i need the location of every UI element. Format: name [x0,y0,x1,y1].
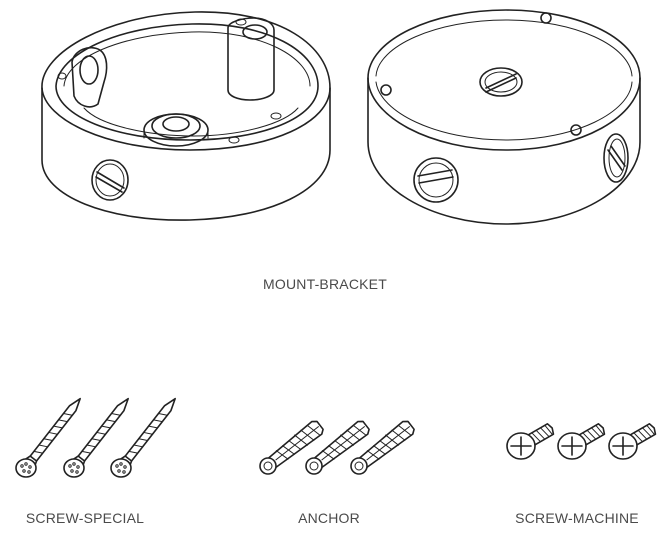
mount-bracket-closed-illustration [367,9,641,225]
screw-machine-illustration [506,423,657,460]
screw-machine-2 [578,423,606,446]
screw-machine-label: SCREW-MACHINE [515,510,639,526]
anchor-illustration [259,420,415,475]
screw-special-illustration [15,397,176,478]
screw-machine-3 [629,423,657,446]
screw-machine-1 [527,423,555,446]
mount-bracket-label: MOUNT-BRACKET [263,276,387,292]
mount-bracket-open-illustration [41,11,331,221]
screw-special-1 [24,397,81,468]
screw-special-3 [119,397,176,468]
screw-special-label: SCREW-SPECIAL [25,510,145,526]
anchor-label: ANCHOR [298,510,360,526]
